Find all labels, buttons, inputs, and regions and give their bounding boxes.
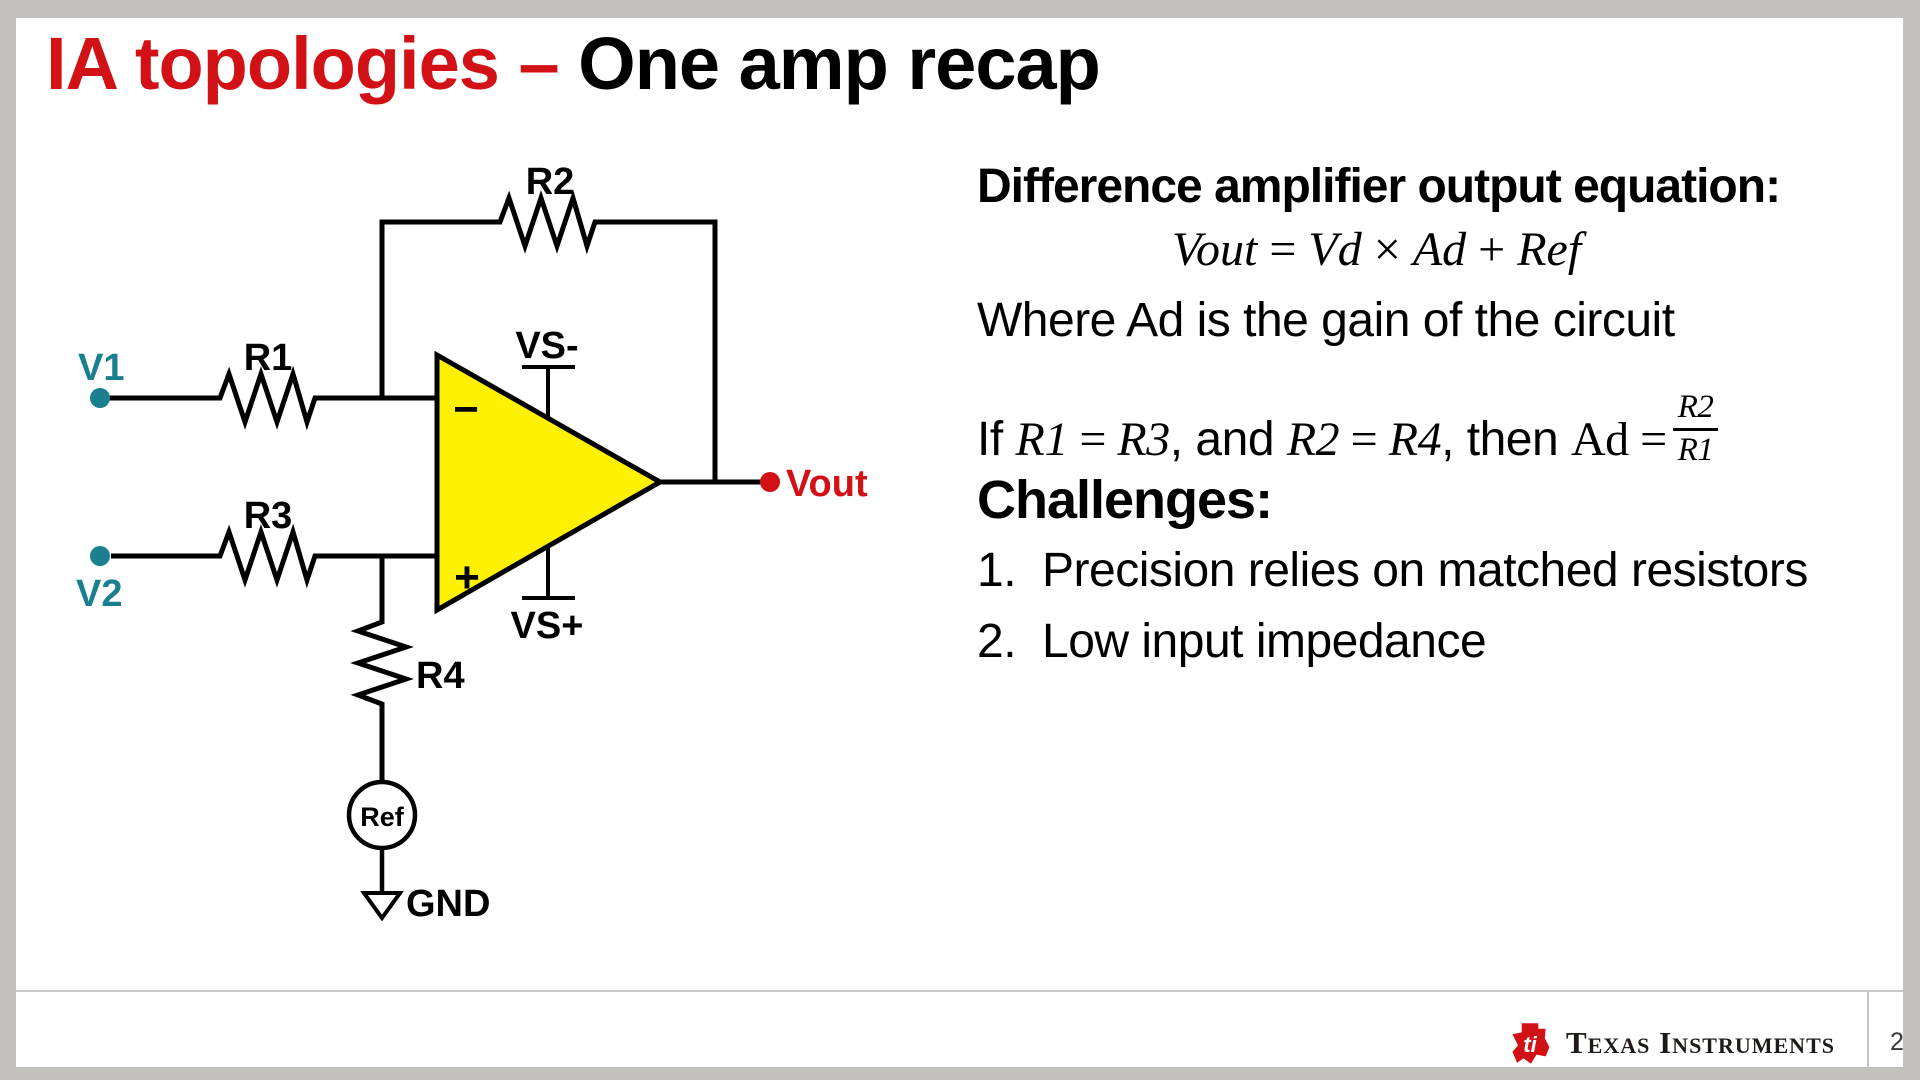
ti-logo-shape <box>1512 1022 1550 1064</box>
equation-part: Vout <box>1172 223 1258 276</box>
noninverting-input-symbol: + <box>454 553 480 602</box>
equation-heading: Difference amplifier output equation: <box>977 160 1781 213</box>
fraction-numerator: R2 <box>1672 389 1719 431</box>
challenge-number: 2. <box>977 615 1017 668</box>
equation-part: Ref <box>1517 223 1582 276</box>
r1-label: R1 <box>244 337 293 379</box>
page-title-red-part: IA topologies – <box>46 22 579 105</box>
ti-brand-name: Texas Instruments <box>1566 1025 1835 1060</box>
equation-part: = <box>1257 223 1309 276</box>
v2-label: V2 <box>76 573 122 615</box>
v1-terminal-dot <box>90 388 110 408</box>
ti-logo-text: ti <box>1523 1031 1537 1056</box>
r2-label: R2 <box>526 161 575 203</box>
challenge-number: 1. <box>977 544 1017 597</box>
page-number: 2 <box>1890 1028 1903 1056</box>
gain-condition-line: If R1 = R3, and R2 = R4, then Ad = R2 R1 <box>977 389 1719 487</box>
slide: IA topologies – One amp recap V1 V2 R1 <box>16 18 1903 1067</box>
footer-divider <box>16 990 1903 992</box>
v1-label: V1 <box>78 347 124 389</box>
gnd-label: GND <box>406 883 490 925</box>
v2-terminal-dot <box>90 546 110 566</box>
page-title: IA topologies – One amp recap <box>46 18 1101 111</box>
challenge-text: Low input impedance <box>1042 615 1487 668</box>
inverting-input-symbol: − <box>453 385 479 434</box>
r3-resistor-wire <box>111 523 437 589</box>
r1-resistor-wire <box>109 365 437 431</box>
difference-amplifier-schematic: V1 V2 R1 R2 R3 R4 VS- VS+ Vout Ref GND −… <box>76 161 868 925</box>
challenge-text: Precision relies on matched resistors <box>1042 544 1808 597</box>
page-title-black-part: One amp recap <box>578 22 1101 105</box>
vout-terminal-dot <box>760 472 780 492</box>
gain-condition-text: If R1 = R3, and R2 = R4, then Ad = <box>977 412 1667 466</box>
fraction-denominator: R1 <box>1677 431 1714 468</box>
r4-resistor-wire <box>350 556 414 782</box>
footer-page-separator <box>1867 992 1869 1067</box>
challenge-item: 2. Low input impedance <box>977 615 1487 668</box>
equation-part: Vd <box>1308 223 1362 276</box>
r2-feedback-wire <box>379 189 718 482</box>
challenges-heading: Challenges: <box>977 470 1273 530</box>
right-text-panel: Difference amplifier output equation: Vo… <box>16 18 1903 1067</box>
ref-label: Ref <box>360 802 405 832</box>
output-equation: Vout = Vd × Ad + Ref <box>1172 222 1581 277</box>
r3-label: R3 <box>244 495 293 537</box>
equation-part: Ad <box>1412 223 1467 276</box>
gnd-symbol <box>360 891 404 922</box>
vs-plus-label: VS+ <box>511 605 584 647</box>
ti-brand: ti Texas Instruments <box>1506 1018 1835 1067</box>
vs-minus-label: VS- <box>515 325 578 367</box>
equation-part: × <box>1361 223 1413 276</box>
r4-label: R4 <box>416 655 465 697</box>
ti-logo-icon: ti <box>1512 1022 1550 1064</box>
gain-ratio-fraction: R2 R1 <box>1672 389 1719 470</box>
equation-part: + <box>1466 223 1518 276</box>
gain-description-line: Where Ad is the gain of the circuit <box>977 294 1675 347</box>
vout-label: Vout <box>786 463 868 505</box>
challenge-item: 1. Precision relies on matched resistors <box>977 547 1808 595</box>
